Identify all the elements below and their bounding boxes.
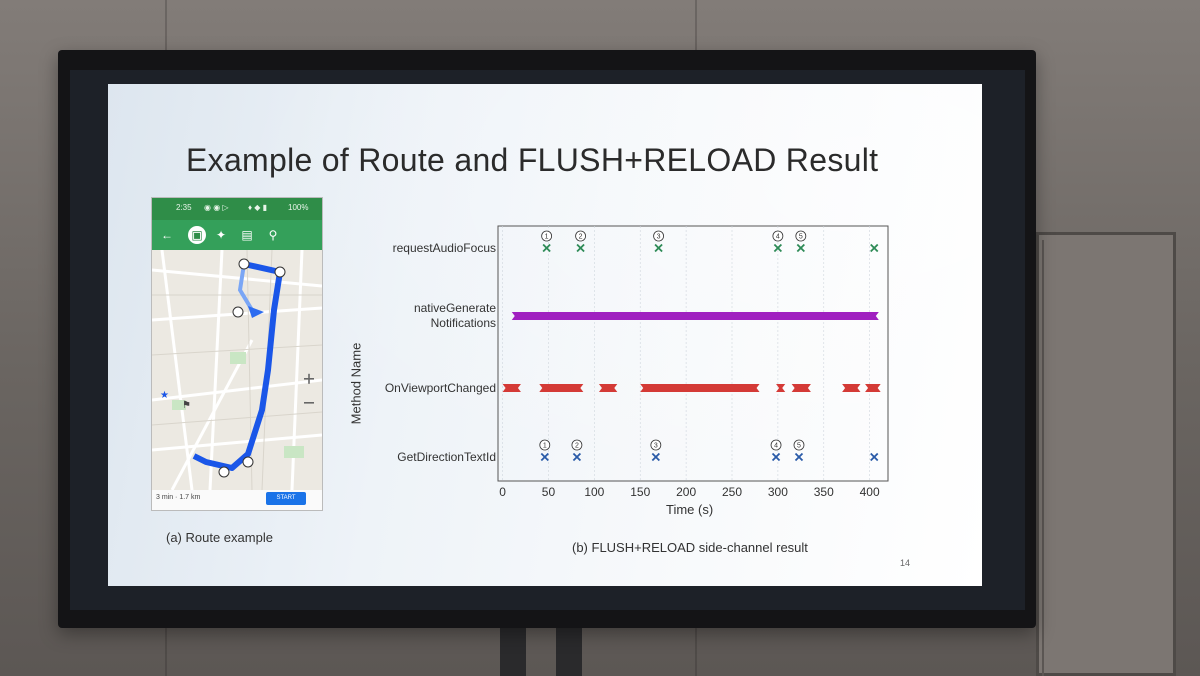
svg-text:★: ★ (160, 390, 169, 401)
row-label-line: requestAudioFocus (392, 240, 496, 255)
annotation-label: 2 (579, 234, 583, 241)
x-tick-label: 100 (584, 485, 605, 499)
annotation-label: 4 (774, 443, 778, 450)
x-tick-label: 150 (630, 485, 651, 499)
annotation-label: 5 (799, 234, 803, 241)
annotation-circle (571, 439, 583, 451)
interval-bar (791, 384, 811, 392)
route-example-phone: 2:35 ◉ ◉ ▷ ♦ ◆ ▮ 100% ← ▣ ✦ ▤ ⚲ (151, 197, 323, 511)
caption-flush-reload: (b) FLUSH+RELOAD side-channel result (572, 540, 808, 555)
annotation-circle (795, 230, 807, 242)
wall-door (1036, 232, 1176, 676)
walk-icon[interactable]: ✦ (215, 228, 227, 242)
x-tick-label: 0 (499, 485, 506, 499)
annotation-label: 3 (654, 443, 658, 450)
row-label-line: Notifications (430, 316, 496, 330)
annotation-label: 2 (575, 443, 579, 450)
annotation-label: 3 (657, 234, 661, 241)
interval-bar (640, 384, 760, 392)
slide-number: 14 (900, 558, 911, 568)
phone-travel-mode-bar: ← ▣ ✦ ▤ ⚲ (152, 220, 322, 250)
map-canvas: ★ ⚑ (152, 249, 322, 491)
caption-route-example: (a) Route example (166, 530, 273, 545)
row-label-GetDirectionTextId: GetDirectionTextId (397, 450, 496, 465)
plot-frame (497, 225, 889, 482)
row-label-requestAudioFocus: requestAudioFocus (393, 241, 496, 256)
x-tick-label: 200 (676, 485, 697, 499)
flush-reload-chart: Method Name requestAudioFocus nativeGener… (338, 225, 928, 546)
slide-screen: Example of Route and FLUSH+RELOAD Result… (108, 84, 982, 586)
event-marker (796, 243, 805, 253)
interval-bar (865, 384, 881, 392)
door-frame (1042, 240, 1170, 676)
back-arrow-icon[interactable]: ← (161, 228, 173, 242)
event-marker (654, 243, 663, 253)
phone-status-bar: 2:35 ◉ ◉ ▷ ♦ ◆ ▮ 100% (152, 198, 322, 220)
phone-map[interactable]: ★ ⚑ (152, 249, 322, 491)
phone-status-battery: 100% (288, 203, 309, 212)
annotation-circle (575, 230, 586, 242)
annotation-circle (770, 439, 782, 451)
row-label-line: GetDirectionTextId (397, 449, 496, 464)
event-marker (540, 452, 549, 462)
phone-status-time: 2:35 (176, 203, 192, 212)
transit-icon[interactable]: ▤ (241, 228, 253, 242)
y-axis-label: Method Name (348, 342, 364, 425)
annotation-circle (541, 230, 553, 242)
eta-text: 3 min · 1.7 km (156, 494, 201, 501)
annotation-label: 4 (776, 234, 780, 241)
interval-bar (539, 384, 584, 392)
car-icon[interactable]: ▣ (188, 226, 206, 244)
annotation-circle (539, 439, 551, 451)
bike-icon[interactable]: ⚲ (268, 228, 278, 242)
row-label-OnViewportChanged: OnViewportChanged (385, 381, 496, 396)
annotation-label: 5 (797, 443, 801, 450)
annotation-circle (772, 230, 784, 242)
interval-bar (842, 384, 861, 392)
x-tick-label: 50 (541, 485, 556, 499)
x-tick-label: 350 (813, 485, 834, 499)
row-label-line: nativeGenerate (413, 301, 496, 315)
interval-bar (598, 384, 618, 392)
slide-title: Example of Route and FLUSH+RELOAD Result (186, 142, 879, 178)
annotation-label: 1 (545, 234, 549, 241)
svg-text:⚑: ⚑ (182, 400, 191, 411)
annotation-circle (653, 230, 664, 242)
event-marker (870, 452, 879, 462)
interval-bar (511, 312, 879, 320)
interval-bar (502, 384, 521, 392)
x-tick-label: 250 (721, 485, 743, 499)
signal-icon: ♦ ◆ ▮ (248, 203, 268, 212)
annotation-label: 1 (543, 443, 547, 450)
row-label-line: OnViewportChanged (384, 380, 496, 395)
timeline-plot: 1 2 3 4 5 1 2 3 4 5 (497, 225, 889, 482)
event-marker (576, 243, 585, 253)
annotation-circle (650, 439, 662, 451)
annotation-circle (793, 439, 805, 451)
interval-bar (776, 384, 786, 392)
event-marker (572, 452, 582, 462)
event-marker (542, 243, 551, 253)
x-axis-label: Time (s) (666, 502, 714, 517)
event-marker (651, 452, 660, 462)
phone-bottom-sheet: 3 min · 1.7 km START (152, 490, 322, 510)
x-tick-label: 300 (767, 485, 788, 499)
event-marker (773, 243, 783, 253)
start-navigation-button[interactable]: START (266, 492, 306, 505)
status-icons: ◉ ◉ ▷ (204, 203, 229, 212)
event-marker (794, 452, 804, 462)
x-tick-label: 400 (859, 485, 880, 499)
event-marker (771, 452, 781, 462)
event-marker (870, 243, 879, 253)
